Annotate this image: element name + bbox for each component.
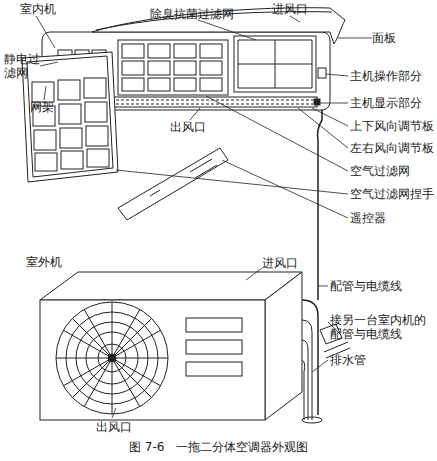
part-label: 静电过滤网: [4, 52, 42, 80]
part-label: 面板: [372, 31, 412, 45]
remote-buttons: [150, 159, 217, 196]
figure-caption: 图 7-6 一拖二分体空调器外观图: [129, 440, 308, 454]
part-label: 出风口: [170, 120, 220, 134]
part-label: 上下风向调节板: [350, 119, 437, 133]
outdoor-front: [40, 300, 265, 420]
leader-line: [36, 16, 372, 418]
part-label: 出风口: [96, 420, 146, 434]
filter-grid: [118, 40, 228, 95]
part-label: 左右风向调节板: [350, 141, 437, 155]
deodorizing-filter: [234, 36, 316, 92]
filter-net: [22, 52, 118, 182]
part-label: 室内机: [20, 2, 80, 16]
part-label: 配管与电缆线: [330, 279, 430, 293]
part-label: 网架: [30, 100, 70, 114]
outdoor-top: [40, 272, 302, 300]
part-label: 空气过滤网捏手: [350, 187, 437, 201]
air-outlet: [112, 97, 317, 107]
filter-net-grid: [27, 56, 113, 177]
outdoor-panels: [186, 318, 242, 376]
part-label: 接另一台室内机的配管与电缆线: [330, 313, 430, 341]
display: [314, 99, 320, 105]
part-label: 遥控器: [350, 211, 400, 225]
operation-panel: [318, 68, 326, 78]
part-label: 进风口: [272, 2, 322, 16]
part-label: 主机操作部分: [350, 69, 435, 83]
fan-grille: [56, 302, 168, 414]
filter-frame: [238, 40, 312, 88]
part-label: 空气过滤网: [350, 164, 430, 178]
part-label: 室外机: [26, 255, 86, 269]
part-label: 除臭抗菌过滤网: [150, 7, 250, 21]
part-label: 进风口: [262, 256, 312, 270]
part-label: 主机显示部分: [350, 96, 435, 110]
part-label: 排水管: [330, 353, 390, 367]
remote-control: [118, 148, 228, 220]
outdoor-side: [265, 272, 302, 420]
